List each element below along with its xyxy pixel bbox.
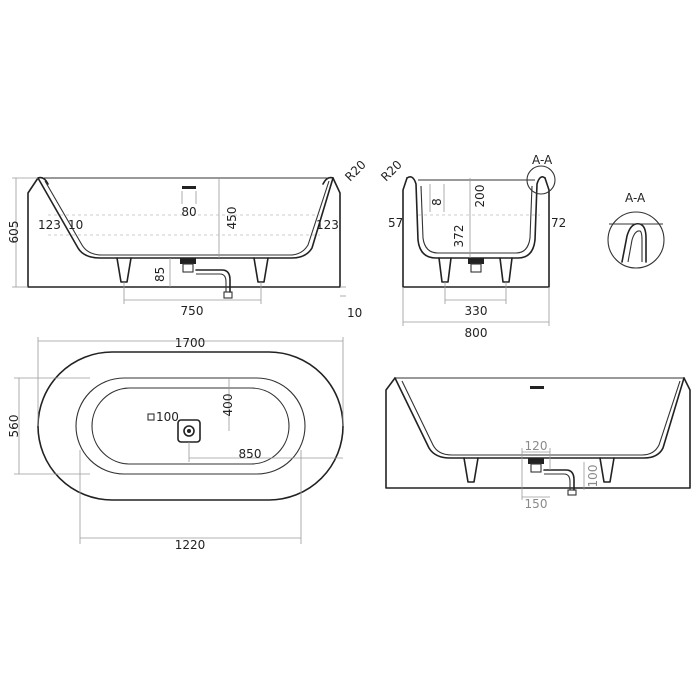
top-view-drain-icon — [177, 419, 201, 443]
drain-detail-waste-icon — [528, 458, 577, 496]
side-feet-spacing-label: 330 — [465, 304, 488, 318]
front-wall-inner-label: 10 — [68, 218, 83, 232]
front-radius-label: R20 — [342, 158, 369, 185]
detail-circle — [607, 211, 665, 269]
front-drain-width-label: 80 — [181, 205, 196, 219]
drain-detail-inner-basin-offset — [401, 380, 681, 456]
drain-detail-width-dimension: 120 — [521, 439, 551, 500]
front-view: 605 123 10 80 450 123 R20 85 75 — [7, 158, 369, 320]
detail-section-label: A-A — [625, 191, 646, 205]
side-view-waste-icon — [468, 258, 484, 273]
front-base-offset-label: 10 — [347, 306, 362, 320]
side-view-foot-left — [438, 257, 452, 283]
front-view-height-dimension: 605 — [7, 177, 38, 288]
front-feet-spacing-label: 750 — [181, 304, 204, 318]
side-view-rim-height-dimension: 200 — [469, 178, 487, 215]
top-length-label: 1700 — [175, 336, 206, 350]
detail-rim-profile-inner — [627, 230, 643, 263]
top-drain-size-label: 100 — [156, 410, 179, 424]
top-view-inner-length-dimension: 1220 — [79, 450, 302, 552]
drain-detail-foot-left — [463, 457, 479, 483]
front-view-inner-basin-offset — [44, 180, 330, 256]
drain-detail-outer-shell — [385, 377, 691, 489]
front-view-inner-height-dimension: 450 — [218, 178, 239, 258]
side-view-outer-shell — [402, 177, 550, 288]
top-view: 1700 560 100 400 850 1220 — [7, 336, 344, 552]
top-drain-position-label: 850 — [239, 447, 262, 461]
top-view-inner-basin — [91, 387, 290, 465]
top-drain-offset-label: 400 — [221, 394, 235, 417]
side-view-inner-basin-offset — [420, 185, 533, 254]
front-view-waste-dimension: 85 — [153, 258, 171, 287]
top-view-drain-size-dimension: 100 — [147, 410, 179, 424]
front-view-overflow-icon — [182, 186, 196, 189]
drain-detail-overflow-icon — [530, 386, 544, 389]
front-inner-height-label: 450 — [225, 207, 239, 230]
front-view-feet-dimension: 750 — [123, 282, 262, 318]
top-inner-length-label: 1220 — [175, 538, 206, 552]
side-view-depth-dimension: 372 — [452, 215, 471, 258]
side-width-label: 800 — [465, 326, 488, 340]
front-wall-right-label: 123 — [316, 218, 339, 232]
side-view: A-A R20 8 200 57 372 72 330 — [378, 153, 566, 340]
top-view-drain-offset-dimension: 400 — [221, 378, 235, 431]
top-width-label: 560 — [7, 415, 21, 438]
drain-detail-pipe-height-dimension: 100 — [583, 462, 600, 490]
front-view-base-dimension: 10 — [340, 286, 362, 320]
side-section-label: A-A — [532, 153, 553, 167]
top-view-width-dimension: 560 — [7, 377, 90, 475]
drain-detail-foot-right — [599, 457, 615, 483]
drain-detail-view: 120 100 150 — [385, 377, 691, 511]
top-view-drain-position-dimension: 850 — [188, 442, 343, 462]
side-view-feet-dimension: 330 — [444, 282, 507, 318]
side-rim-thickness-label: 8 — [430, 198, 444, 206]
front-view-drain-dimension: 80 — [181, 191, 197, 219]
front-height-label: 605 — [7, 221, 21, 244]
side-rim-height-label: 200 — [473, 185, 487, 208]
side-right-offset-label: 72 — [551, 216, 566, 230]
side-view-foot-right — [499, 257, 513, 283]
front-view-foot-right — [253, 257, 269, 283]
side-view-section-marker — [526, 165, 556, 195]
side-left-offset-label: 57 — [388, 216, 403, 230]
side-view-rim-thickness-dimension: 8 — [429, 184, 445, 212]
front-waste-height-label: 85 — [153, 267, 167, 282]
drain-pipe-height-label: 100 — [586, 465, 600, 488]
side-radius-label: R20 — [378, 158, 405, 185]
detail-view: A-A — [607, 191, 665, 269]
front-wall-left-label: 123 — [38, 218, 61, 232]
drain-detail-pipe-length-dimension: 150 — [522, 496, 550, 511]
drain-detail-inner-basin — [394, 377, 685, 459]
drain-pipe-length-label: 150 — [525, 497, 548, 511]
top-view-rim — [75, 377, 306, 475]
side-view-width-dimension: 800 — [402, 287, 550, 340]
drain-width-label: 120 — [525, 439, 548, 453]
front-view-outer-shell — [27, 177, 341, 288]
top-view-length-dimension: 1700 — [37, 336, 344, 426]
front-view-rim-left — [37, 176, 49, 185]
side-depth-label: 372 — [452, 225, 466, 248]
front-view-waste-icon — [180, 258, 233, 299]
front-view-foot-left — [116, 257, 132, 283]
